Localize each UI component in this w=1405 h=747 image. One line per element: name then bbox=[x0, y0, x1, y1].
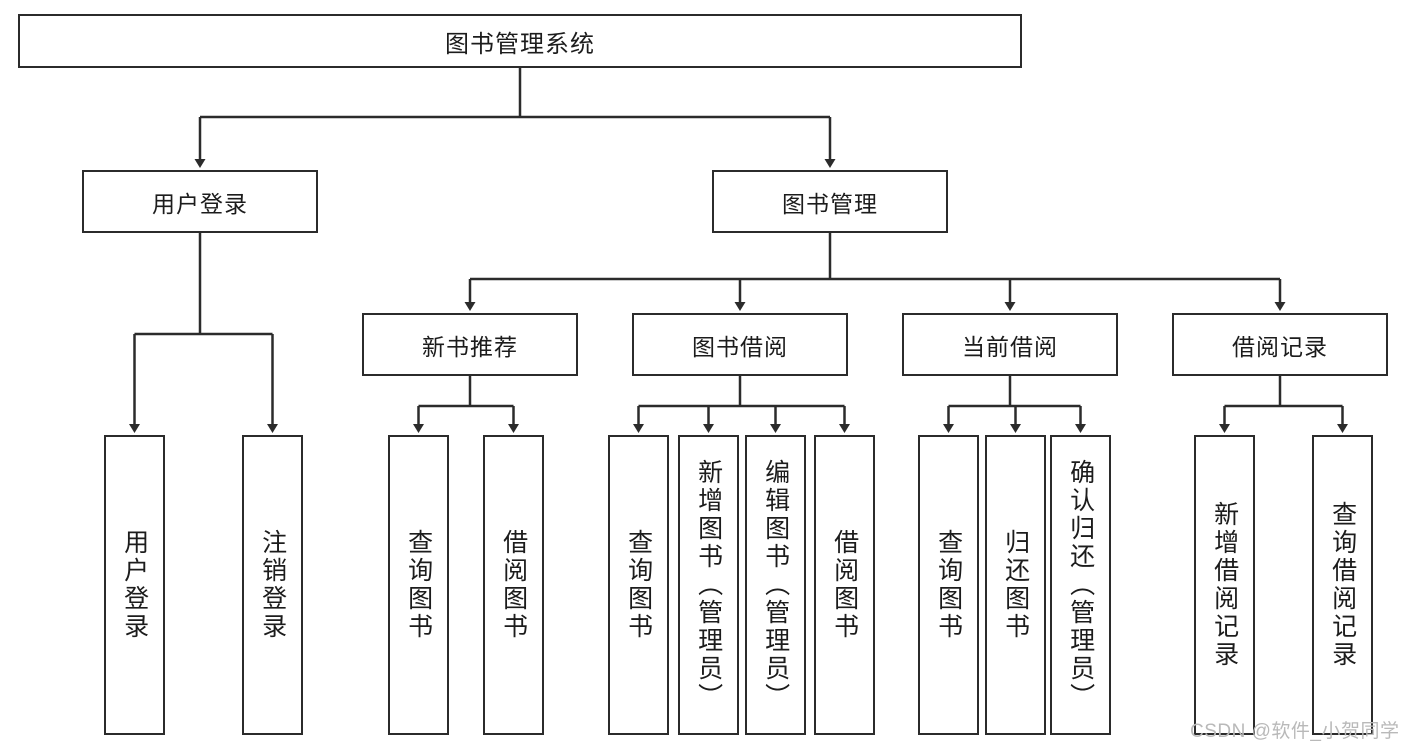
node-label: 借阅图书 bbox=[830, 529, 859, 641]
node-label: 当前借阅 bbox=[962, 333, 1058, 360]
node-leaf-borrow-book-rec[interactable]: 借阅图书 bbox=[483, 435, 544, 735]
node-label: 新书推荐 bbox=[422, 333, 518, 360]
node-label: 图书借阅 bbox=[692, 333, 788, 360]
node-leaf-query-book-rec[interactable]: 查询图书 bbox=[388, 435, 449, 735]
node-label: 借阅记录 bbox=[1232, 333, 1328, 360]
node-label: 查询图书 bbox=[624, 529, 653, 641]
node-label: 确认归还（管理员） bbox=[1066, 459, 1095, 711]
node-label: 查询借阅记录 bbox=[1328, 501, 1357, 669]
node-label: 查询图书 bbox=[934, 529, 963, 641]
node-leaf-user-login[interactable]: 用户登录 bbox=[104, 435, 165, 735]
node-label: 新增借阅记录 bbox=[1210, 501, 1239, 669]
node-label: 查询图书 bbox=[404, 529, 433, 641]
node-label: 新增图书（管理员） bbox=[694, 459, 723, 711]
node-label: 图书管理 bbox=[782, 190, 878, 217]
node-label: 注销登录 bbox=[258, 529, 287, 641]
node-leaf-edit-book[interactable]: 编辑图书（管理员） bbox=[745, 435, 806, 735]
node-book-borrow[interactable]: 图书借阅 bbox=[632, 313, 848, 376]
node-leaf-add-record[interactable]: 新增借阅记录 bbox=[1194, 435, 1255, 735]
node-book-manage[interactable]: 图书管理 bbox=[712, 170, 948, 233]
node-label: 编辑图书（管理员） bbox=[761, 459, 790, 711]
node-label: 用户登录 bbox=[120, 529, 149, 641]
node-label: 用户登录 bbox=[152, 190, 248, 217]
node-leaf-return-book[interactable]: 归还图书 bbox=[985, 435, 1046, 735]
node-label: 图书管理系统 bbox=[445, 30, 595, 58]
node-label: 归还图书 bbox=[1001, 529, 1030, 641]
node-borrow-record[interactable]: 借阅记录 bbox=[1172, 313, 1388, 376]
node-leaf-add-book[interactable]: 新增图书（管理员） bbox=[678, 435, 739, 735]
node-leaf-query-book-bw[interactable]: 查询图书 bbox=[608, 435, 669, 735]
node-label: 借阅图书 bbox=[499, 529, 528, 641]
node-current-borrow[interactable]: 当前借阅 bbox=[902, 313, 1118, 376]
node-leaf-borrow-book-bw[interactable]: 借阅图书 bbox=[814, 435, 875, 735]
node-user-login[interactable]: 用户登录 bbox=[82, 170, 318, 233]
csdn-watermark: CSDN @软件_小贺同学 bbox=[1190, 721, 1400, 742]
node-leaf-logout[interactable]: 注销登录 bbox=[242, 435, 303, 735]
node-leaf-query-record[interactable]: 查询借阅记录 bbox=[1312, 435, 1373, 735]
node-root[interactable]: 图书管理系统 bbox=[18, 14, 1022, 68]
node-leaf-confirm-return[interactable]: 确认归还（管理员） bbox=[1050, 435, 1111, 735]
node-new-book-rec[interactable]: 新书推荐 bbox=[362, 313, 578, 376]
node-leaf-query-book-cb[interactable]: 查询图书 bbox=[918, 435, 979, 735]
